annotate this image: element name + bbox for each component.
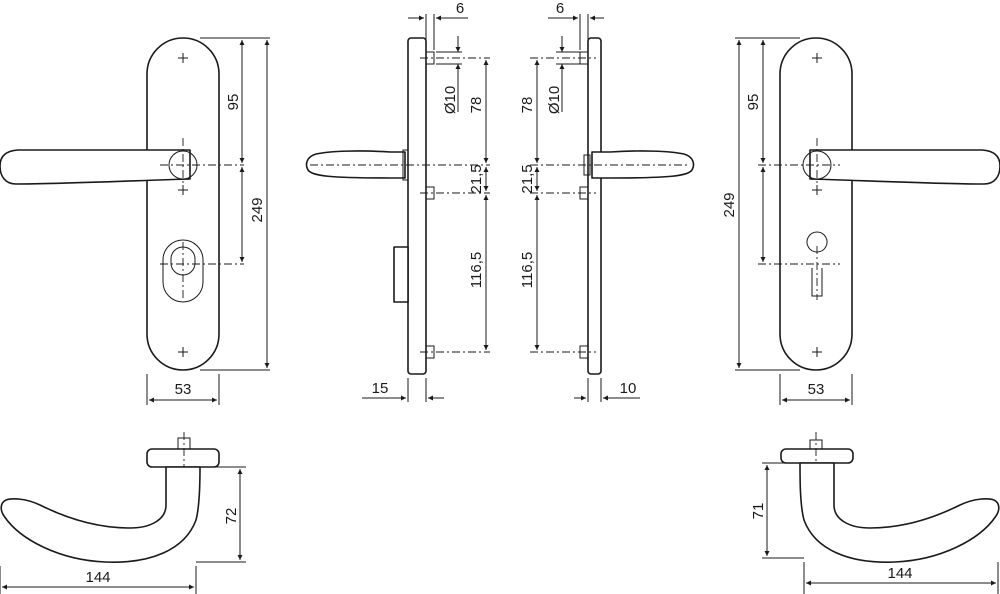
- lever-outline-right: [809, 149, 1000, 185]
- side-view-left: 6 Ø10 78 21,5 116,5 15: [305, 0, 490, 402]
- dim-side-left-offset: 6: [456, 0, 464, 17]
- dim-front-right-upper: 95: [745, 94, 762, 111]
- dim-top-left-height: 72: [223, 508, 240, 525]
- cylinder-round: [806, 231, 828, 253]
- dim-side-right-lower: 116,5: [519, 252, 536, 288]
- top-view-left: 72 144: [0, 432, 246, 594]
- front-view-right: 95 249 53: [721, 37, 1000, 405]
- dim-top-right-height: 71: [750, 503, 767, 520]
- dim-top-left-length: 144: [85, 569, 110, 586]
- dim-side-right-middle: 21,5: [519, 164, 536, 193]
- backplate-outline-right: [779, 37, 853, 371]
- rose-top-right: [780, 448, 854, 464]
- dim-front-right-total: 249: [721, 192, 738, 217]
- dim-side-right-upper: 78: [519, 97, 536, 114]
- lever-outline: [0, 149, 191, 185]
- front-view-left: 95 249 53: [0, 37, 270, 405]
- side-view-right: 6 Ø10 78 21,5 116,5 10: [519, 0, 695, 402]
- lever-top-right: [799, 462, 1000, 563]
- cylinder-cover: [162, 239, 204, 303]
- dim-side-left-lower: 116,5: [468, 252, 485, 288]
- dim-front-right-width: 53: [808, 381, 825, 398]
- dim-front-left-width: 53: [175, 381, 192, 398]
- dim-top-right-length: 144: [887, 565, 912, 582]
- dim-side-right-offset: 6: [556, 0, 564, 17]
- lever-top-left: [0, 466, 201, 563]
- rose-top-left: [146, 448, 220, 468]
- lever-side: [305, 150, 406, 179]
- dim-side-left-bottom: 15: [372, 380, 389, 397]
- dim-side-left-middle: 21,5: [468, 164, 485, 193]
- dim-front-left-upper: 95: [225, 94, 242, 111]
- cylinder-side: [393, 246, 409, 303]
- dim-side-left-upper: 78: [468, 97, 485, 114]
- dim-side-right-bottom: 10: [620, 380, 637, 397]
- backplate-side-right: [587, 37, 602, 375]
- backplate-outline: [146, 37, 220, 371]
- dim-front-left-total: 249: [249, 197, 266, 222]
- lever-side-right: [591, 150, 695, 179]
- top-view-right: 71 144: [750, 432, 1000, 594]
- dim-side-right-bore: Ø10: [546, 86, 563, 114]
- dim-side-left-bore: Ø10: [442, 86, 459, 114]
- backplate-side: [407, 37, 427, 375]
